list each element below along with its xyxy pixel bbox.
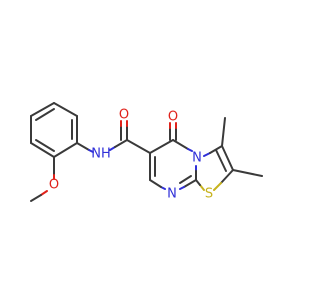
atom-o-ketone: O: [168, 110, 178, 125]
methoxy-group: [30, 156, 55, 202]
bond: [215, 149, 227, 172]
atom-n-ring-top: N: [192, 151, 202, 166]
bond: [220, 169, 234, 184]
bond: [30, 142, 55, 158]
bond: [88, 149, 94, 153]
molecule-diagram: O NH O O N N S: [30, 102, 263, 202]
bond: [172, 139, 189, 150]
atom-n-ring-bottom: N: [167, 187, 177, 202]
bond: [149, 139, 174, 154]
bond: [30, 102, 55, 117]
pyrimidinone-ring: [149, 139, 197, 190]
methyl-bond: [232, 169, 263, 177]
bond: [53, 142, 78, 158]
bond: [203, 152, 211, 157]
bond: [179, 175, 192, 184]
bond: [114, 139, 128, 148]
bond: [221, 145, 234, 171]
bond: [76, 142, 90, 151]
atom-o-amide: O: [119, 108, 129, 123]
atom-o-methoxy: O: [49, 178, 59, 193]
benzene-ring: [30, 102, 78, 158]
bond: [35, 139, 55, 152]
bond: [195, 179, 201, 186]
bond: [199, 184, 205, 191]
bond: [149, 179, 162, 188]
molecule-structure: O NH O O N N S: [30, 102, 263, 202]
bond: [30, 194, 42, 202]
bond: [35, 108, 55, 121]
bond: [40, 190, 48, 196]
methyl-bond: [221, 117, 226, 147]
atom-s-ring: S: [205, 187, 213, 202]
bond: [213, 182, 222, 191]
bond: [53, 102, 78, 117]
bond: [183, 179, 197, 188]
bond: [179, 186, 185, 190]
bond: [187, 148, 193, 152]
thiazole-ring: [195, 145, 234, 191]
bond: [126, 139, 151, 154]
atom-nh: NH: [91, 147, 111, 162]
